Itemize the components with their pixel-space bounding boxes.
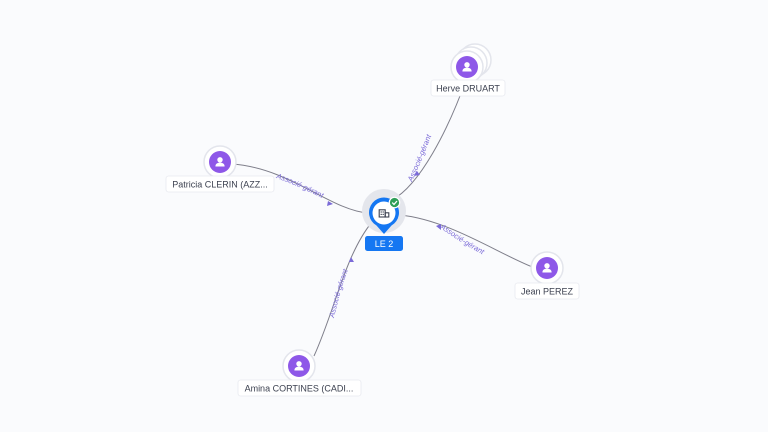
person-name-herve: Herve DRUART — [436, 84, 500, 94]
person-node-jean[interactable]: Jean PEREZ — [514, 251, 580, 300]
person-icon — [294, 361, 304, 371]
person-icon — [542, 263, 552, 273]
company-name: LE 2 — [375, 239, 394, 249]
arrow-icon — [327, 201, 333, 206]
company-pin-inner — [372, 201, 396, 225]
relation-label-amina: Associé-gérant — [327, 267, 350, 319]
node-label-box — [165, 175, 275, 193]
person-name-jean: Jean PEREZ — [521, 287, 574, 297]
verified-check-icon — [388, 196, 401, 209]
arrow-icon — [349, 257, 354, 262]
node-label-box — [514, 282, 580, 300]
person-node-herve[interactable]: Herve DRUART — [430, 43, 506, 97]
node-label-box — [430, 79, 506, 97]
person-name-amina: Amina CORTINES (CADI... — [245, 384, 354, 394]
person-node-amina[interactable]: Amina CORTINES (CADI... — [237, 349, 362, 397]
person-node-patricia[interactable]: Patricia CLERIN (AZZ... — [165, 145, 275, 193]
arrow-icon — [414, 171, 420, 176]
relation-label-patricia: Associé-gérant — [274, 171, 325, 200]
node-label-box — [237, 379, 362, 397]
company-label-box — [365, 236, 403, 251]
company-building-icon — [378, 209, 390, 218]
arrow-icon — [436, 224, 441, 230]
relation-label-jean: Associé-gérant — [438, 222, 487, 257]
relation-edge-amina[interactable]: Associé-gérant — [313, 221, 373, 357]
relation-edge-jean[interactable]: Associé-gérant — [399, 214, 536, 269]
person-icon — [462, 62, 472, 72]
person-icon — [215, 157, 225, 167]
relation-edge-herve[interactable]: Associé-gérant — [391, 79, 467, 201]
company-node[interactable]: LE 2 — [362, 189, 406, 251]
nodes-layer: Herve DRUART Patricia CLERIN (AZZ... Jea… — [165, 43, 580, 397]
person-name-patricia: Patricia CLERIN (AZZ... — [172, 180, 268, 190]
